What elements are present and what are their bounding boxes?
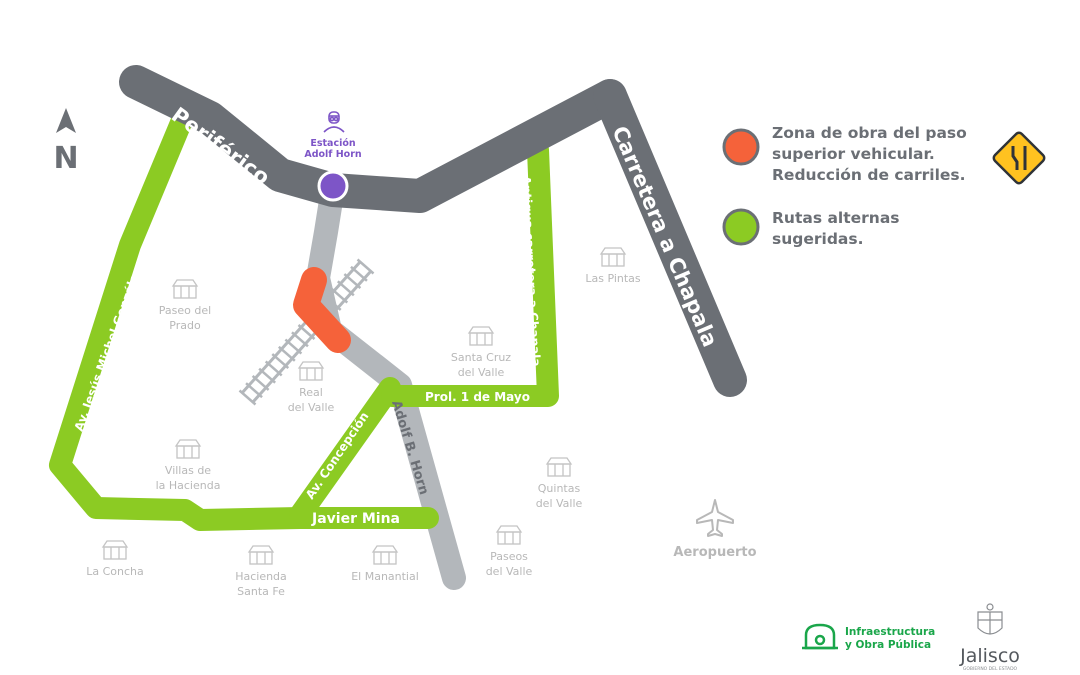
route-prol-1-mayo [381, 139, 559, 407]
brand-line1: Infraestructura [845, 626, 935, 638]
legend-alternate-line2: sugeridas. [772, 230, 864, 248]
airplane-icon [696, 499, 734, 537]
neighborhood-label: del Valle [458, 366, 505, 379]
jalisco-label: Jalisco [959, 645, 1020, 667]
jalisco-logo: Jalisco GOBIERNO DEL ESTADO [959, 603, 1020, 672]
railway [238, 258, 375, 406]
neighborhood-label: Quintas [538, 482, 581, 495]
legend-alternate-line1: Rutas alternas [772, 209, 900, 227]
neighborhood-el-manantial: El Manantial [351, 545, 419, 583]
neighborhood-label: Santa Cruz [451, 351, 511, 364]
neighborhood-quintas-del-valle: Quintas del Valle [536, 457, 583, 510]
neighborhood-santa-cruz-del-valle: Santa Cruz del Valle [451, 326, 511, 379]
neighborhood-label: Villas de [165, 464, 211, 477]
infraestructura-icon [802, 623, 838, 650]
station-name-line1: Estación [310, 138, 356, 149]
neighborhood-label: El Manantial [351, 570, 419, 583]
neighborhood-label: del Valle [486, 565, 533, 578]
house-icon [495, 525, 523, 545]
house-icon [371, 545, 399, 565]
house-icon [545, 457, 573, 477]
jalisco-crest-icon [977, 603, 1003, 635]
house-icon [247, 545, 275, 565]
neighborhood-label: Prado [169, 319, 201, 332]
lane-reduction-sign-icon [992, 131, 1046, 185]
concepcion-label: Av. Concepción [303, 409, 372, 501]
infraestructura-logo: Infraestructura y Obra Pública [802, 623, 935, 651]
house-icon [297, 361, 325, 381]
neighborhood-label: Santa Fe [237, 585, 285, 598]
work-zone [293, 267, 351, 353]
neighborhood-label: Las Pintas [585, 272, 641, 285]
route-concepcion [289, 377, 401, 526]
north-label: N [53, 141, 78, 176]
house-icon [174, 439, 202, 459]
neighborhood-label: Paseos [490, 550, 528, 563]
north-arrow-icon [56, 108, 76, 133]
station-marker [317, 170, 349, 202]
airport-label: Aeropuerto [673, 545, 756, 560]
brand-line2: y Obra Pública [845, 639, 931, 651]
prol-1-mayo-label: Prol. 1 de Mayo [425, 390, 530, 404]
neighborhood-las-pintas: Las Pintas [585, 247, 641, 285]
route-michel-gonzalez [49, 107, 439, 531]
legend-work-zone-line1: Zona de obra del paso [772, 124, 967, 142]
neighborhood-label: la Hacienda [156, 479, 221, 492]
legend-work-zone-line3: Reducción de carriles. [772, 166, 966, 184]
legend-alternate-dot [722, 208, 760, 246]
legend-work-zone-dot [722, 128, 760, 166]
neighborhood-label: La Concha [86, 565, 144, 578]
neighborhood-villas-de-la-hacienda: Villas de la Hacienda [156, 439, 221, 492]
alternate-routes [49, 107, 559, 531]
station-name-line2: Adolf Horn [304, 149, 362, 160]
house-icon [467, 326, 495, 346]
neighborhood-real-del-valle: Real del Valle [288, 361, 335, 414]
neighborhood-label: del Valle [288, 401, 335, 414]
neighborhood-label: Paseo del [159, 304, 211, 317]
neighborhood-label: Real [299, 386, 323, 399]
carretera-chapala-label: Carretera a Chapala [607, 123, 722, 351]
neighborhood-label: Hacienda [235, 570, 287, 583]
legend-work-zone-line2: superior vehicular. [772, 145, 935, 163]
neighborhood-paseos-del-valle: Paseos del Valle [486, 525, 533, 578]
house-icon [101, 540, 129, 560]
neighborhood-label: del Valle [536, 497, 583, 510]
javier-mina-label: Javier Mina [311, 511, 400, 527]
periferico-road [119, 65, 627, 213]
house-icon [171, 279, 199, 299]
gobierno-label: GOBIERNO DEL ESTADO [963, 666, 1018, 672]
neighborhood-la-concha: La Concha [86, 540, 144, 578]
train-operator-icon [323, 111, 345, 133]
house-icon [599, 247, 627, 267]
legend: Zona de obra del paso superior vehicular… [722, 124, 1046, 248]
carretera-chapala-road [593, 79, 747, 397]
